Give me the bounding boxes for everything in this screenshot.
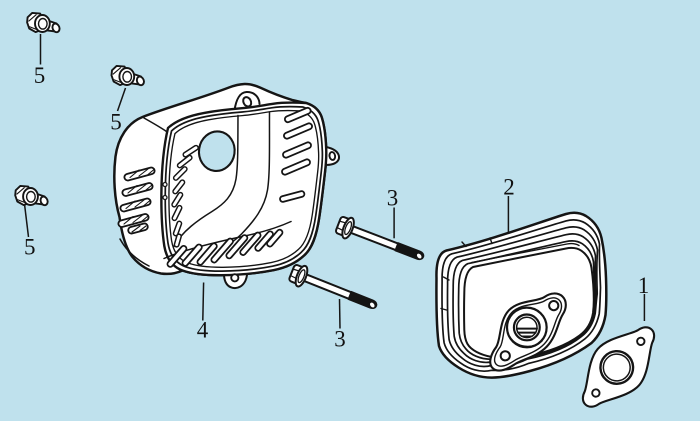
- svg-text:3: 3: [334, 327, 346, 352]
- svg-text:3: 3: [387, 186, 399, 211]
- svg-text:1: 1: [638, 273, 650, 298]
- svg-text:4: 4: [197, 318, 209, 343]
- svg-text:5: 5: [24, 235, 36, 260]
- svg-text:5: 5: [34, 63, 46, 88]
- svg-text:5: 5: [110, 110, 122, 135]
- svg-text:2: 2: [503, 175, 515, 200]
